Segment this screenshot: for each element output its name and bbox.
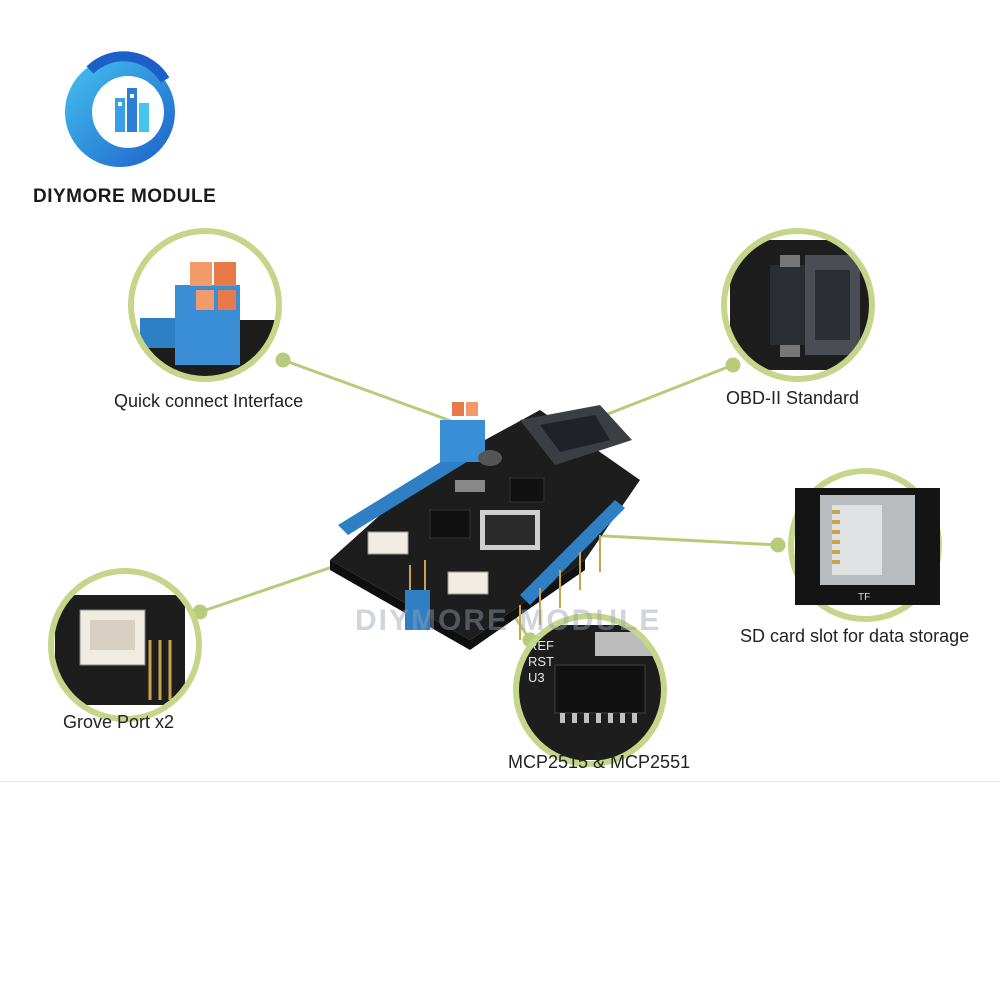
grove-port-label: Grove Port x2 [63, 712, 175, 732]
brand-logo [65, 51, 175, 167]
quick-connect-label: Quick connect Interface [114, 391, 304, 411]
obd-connector-zoom [721, 228, 875, 382]
rst-label: RST [528, 654, 554, 669]
u3-label: U3 [528, 670, 545, 685]
mcp-chip-zoom: REF RST U3 [513, 613, 667, 767]
watermark: DIYMORE MODULE [355, 604, 662, 637]
obd-label: OBD-II Standard [726, 388, 860, 408]
tf-label: TF [858, 592, 870, 603]
sd-card-zoom: TF [788, 468, 942, 622]
grove-port-zoom [48, 568, 202, 722]
sd-card-label: SD card slot for data storage [740, 626, 970, 646]
brand-name: DIYMORE MODULE [33, 186, 217, 207]
quick-connect-zoom [128, 228, 282, 382]
bottom-divider [0, 781, 1000, 782]
mcp-label: MCP2515 & MCP2551 [508, 752, 691, 772]
can-bus-shield-board [330, 402, 640, 650]
